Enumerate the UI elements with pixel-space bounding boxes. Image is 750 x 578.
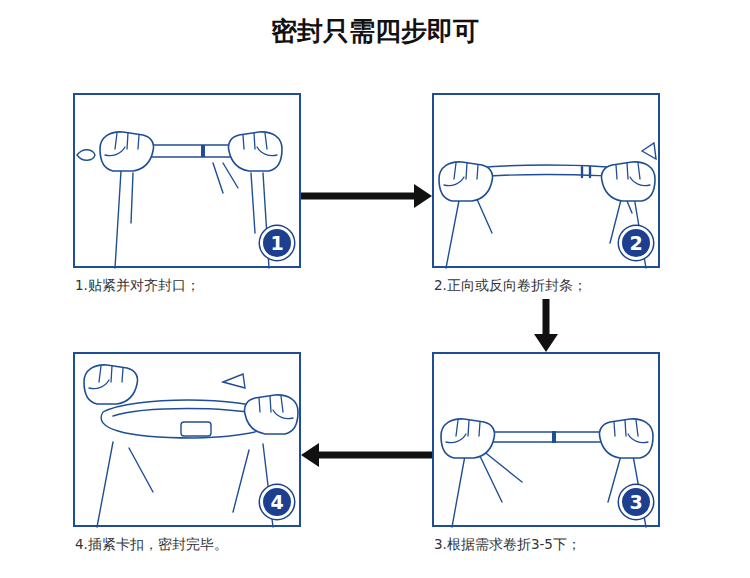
arrow-head — [534, 334, 558, 352]
step-number-circle: 1 — [260, 226, 294, 260]
step-two-picture — [439, 143, 656, 268]
arrow-head — [414, 184, 432, 208]
step-panel: 2.正向或反向卷折封条；2 — [432, 93, 660, 299]
step-panel: 3.根据需求卷折3-5下；3 — [432, 352, 660, 558]
arrow-connector — [534, 299, 558, 352]
step-caption: 1.贴紧并对齐封口； — [75, 277, 343, 295]
arrow-head — [301, 443, 319, 467]
step-number-circle: 3 — [619, 485, 653, 519]
step-number-circle: 4 — [260, 485, 294, 519]
callout-number: 2 — [629, 234, 642, 253]
arrow-connector — [301, 184, 432, 208]
arrow-shaft — [301, 193, 416, 200]
step-number-circle: 2 — [619, 226, 653, 260]
arrow-shaft — [317, 452, 432, 459]
step-panel: 4.插紧卡扣，密封完毕。4 — [73, 352, 301, 558]
callout-number: 4 — [270, 493, 283, 512]
callout-number: 1 — [270, 234, 283, 253]
title: 密封只需四步即可 — [0, 14, 750, 49]
step-caption: 2.正向或反向卷折封条； — [434, 277, 702, 295]
step-caption: 3.根据需求卷折3-5下； — [434, 536, 702, 554]
step-panel: 1.贴紧并对齐封口；1 — [73, 93, 301, 299]
arrow-shaft — [543, 299, 550, 336]
callout-number: 3 — [629, 493, 642, 512]
step-three-picture — [441, 419, 653, 527]
step-caption: 4.插紧卡扣，密封完毕。 — [75, 536, 343, 554]
arrow-connector — [301, 443, 432, 467]
step-one-picture — [77, 132, 282, 268]
step-four-picture — [84, 365, 298, 527]
